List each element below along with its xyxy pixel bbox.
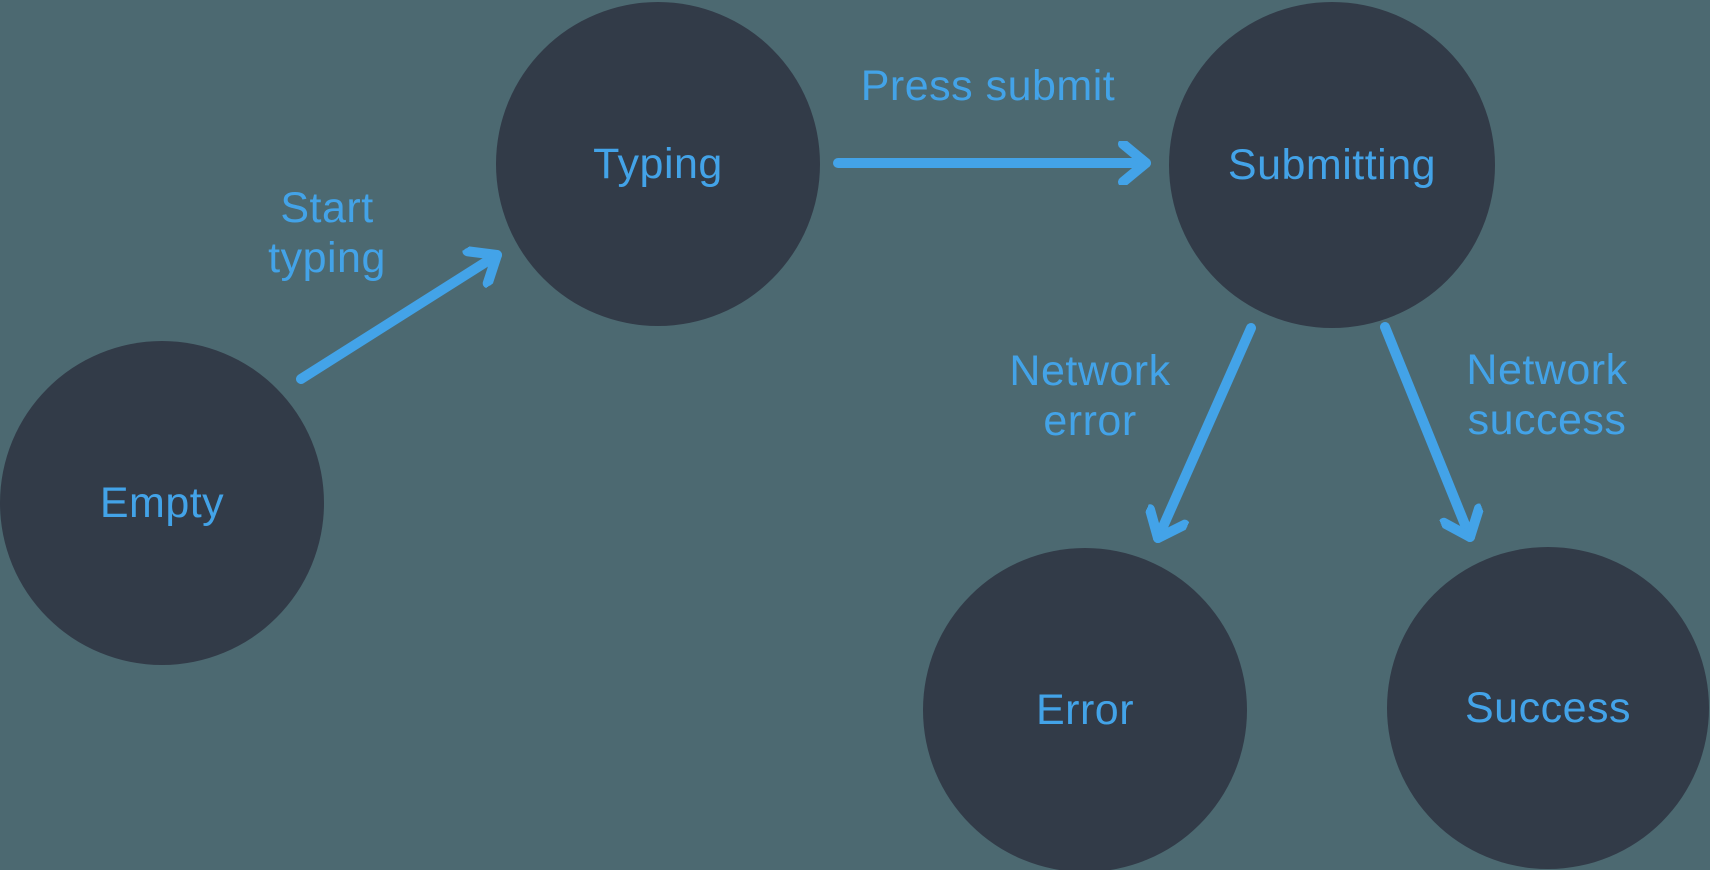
- edge-label-line: success: [1467, 396, 1627, 444]
- edge-label-network-error: Network error: [1009, 346, 1170, 446]
- node-label: Typing: [593, 139, 723, 188]
- node-success: Success: [1387, 547, 1709, 869]
- edge-label-line: Network: [1009, 347, 1171, 395]
- node-submitting: Submitting: [1169, 2, 1495, 328]
- node-typing: Typing: [496, 2, 820, 326]
- node-empty: Empty: [0, 341, 324, 665]
- node-label: Submitting: [1227, 140, 1437, 189]
- node-label: Empty: [99, 478, 225, 527]
- edge-label-line: typing: [268, 234, 386, 282]
- edge-arrow-submitting-success: [1380, 322, 1470, 542]
- node-label: Success: [1464, 683, 1631, 732]
- edge-label-start-typing: Start typing: [268, 183, 386, 283]
- node-label: Error: [1035, 685, 1135, 734]
- node-error: Error: [923, 548, 1247, 870]
- edge-label-line: Start: [280, 184, 374, 232]
- edge-label-line: error: [1043, 397, 1137, 445]
- edge-label-press-submit: Press submit: [861, 61, 1116, 111]
- edge-label-line: Press submit: [860, 62, 1116, 110]
- edge-arrow-submitting-error: [1158, 323, 1256, 543]
- edge-label-network-success: Network success: [1466, 345, 1627, 445]
- edge-label-line: Network: [1466, 346, 1628, 394]
